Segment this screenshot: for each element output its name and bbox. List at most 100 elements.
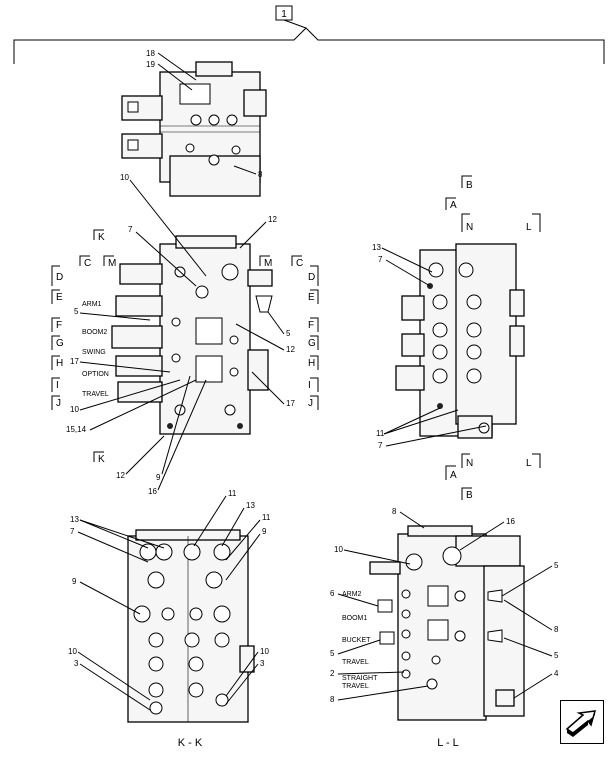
marker-A-top: A	[450, 200, 457, 211]
callout-13-kk-left: 13	[70, 515, 79, 524]
side-view-callouts: 13 7 11 7	[372, 243, 487, 450]
callout-10-kk-left: 10	[68, 647, 77, 656]
callout-7-front: 7	[128, 225, 133, 234]
callout-8-ll-bottom: 8	[330, 695, 335, 704]
callout-6-ll: 6	[330, 589, 335, 598]
callout-3-kk-right: 3	[260, 659, 265, 668]
arrow-icon	[565, 710, 597, 737]
callout-19: 19	[146, 60, 155, 69]
label-boom1: BOOM1	[342, 615, 367, 622]
callout-8-ll-top: 8	[392, 507, 397, 516]
section-title-kk: K - K	[178, 737, 203, 749]
callout-10-lower: 10	[70, 405, 79, 414]
marker-I-right: I	[308, 380, 311, 391]
section-title-ll: L - L	[437, 737, 459, 749]
label-boom2: BOOM2	[82, 329, 107, 336]
section-kk-callouts: 13 7 11 13 11 9 9 10 10 3 3	[68, 489, 271, 711]
front-spool-labels: ARM1 BOOM2 SWING OPTION TRAVEL	[82, 301, 109, 398]
callout-18: 18	[146, 49, 155, 58]
callout-17-right: 17	[286, 399, 295, 408]
marker-E-left: E	[56, 292, 63, 303]
callout-16-ll: 16	[506, 517, 515, 526]
label-travel-ll: TRAVEL	[342, 659, 369, 666]
marker-E-right: E	[308, 292, 315, 303]
callout-8-ll-mid: 8	[554, 625, 559, 634]
callout-5-ll-right: 5	[554, 651, 559, 660]
marker-L-bottom: L	[526, 458, 532, 469]
right-letter-markers: D E F G H I J	[308, 265, 319, 410]
marker-H-right: H	[308, 358, 315, 369]
marker-C-left: C	[84, 258, 91, 269]
callout-5-right: 5	[286, 329, 291, 338]
callout-2-ll: 2	[330, 669, 335, 678]
callout-11-kk-right: 11	[262, 513, 271, 522]
callout-11-side: 11	[376, 429, 385, 438]
callout-17-left: 17	[70, 357, 79, 366]
side-view-valve	[395, 243, 525, 439]
left-letter-markers: D E F G H I J	[51, 265, 64, 410]
callout-12-top: 12	[268, 215, 277, 224]
callout-9-kk-left: 9	[72, 577, 77, 586]
callout-10-kk-right: 10	[260, 647, 269, 656]
marker-D-right: D	[308, 272, 315, 283]
callout-13-side: 13	[372, 243, 381, 252]
callout-5-ll-top: 5	[554, 561, 559, 570]
callout-16-front: 16	[148, 487, 157, 496]
marker-J-right: J	[308, 398, 313, 409]
callout-12-bottom: 12	[116, 471, 125, 480]
callout-7-kk: 7	[70, 527, 75, 536]
callout-7-side-top: 7	[378, 255, 383, 264]
marker-M-right: M	[264, 258, 272, 269]
callout-15-14: 15,14	[66, 425, 87, 434]
label-swing: SWING	[82, 349, 106, 356]
callout-3-kk-left: 3	[74, 659, 79, 668]
callout-10-front: 10	[120, 173, 129, 182]
marker-L-top: L	[526, 222, 532, 233]
callout-7-side-bottom: 7	[378, 441, 383, 450]
marker-A-bottom: A	[450, 470, 457, 481]
section-ll-callouts: 8 16 10 5 6 8 5 5 2 4 8	[330, 507, 559, 704]
callout-5-ll-left: 5	[330, 649, 335, 658]
front-view-section-markers: K K C M M C	[79, 229, 303, 465]
top-view-callouts: 18 19 8	[146, 49, 263, 179]
marker-I-left: I	[56, 380, 59, 391]
label-option: OPTION	[82, 371, 109, 378]
marker-K-bottom: K	[98, 454, 105, 465]
callout-13-kk-right: 13	[246, 501, 255, 510]
label-arm2: ARM2	[342, 591, 362, 598]
label-travel-front: TRAVEL	[82, 391, 109, 398]
callout-1: 1	[281, 9, 287, 20]
callout-11-kk-top: 11	[228, 489, 237, 498]
marker-H-left: H	[56, 358, 63, 369]
marker-G-left: G	[56, 338, 64, 349]
marker-K-top: K	[98, 232, 105, 243]
marker-F-right: F	[308, 320, 314, 331]
section-kk-valve	[127, 529, 255, 723]
label-arm1: ARM1	[82, 301, 102, 308]
label-straight-travel: TRAVEL	[342, 683, 369, 690]
callout-9-kk-right: 9	[262, 527, 267, 536]
front-view-valve	[111, 235, 273, 435]
marker-N-top: N	[466, 222, 473, 233]
callout-10-ll: 10	[334, 545, 343, 554]
top-view-valve	[121, 61, 267, 197]
side-view-section-markers: B A N L A N L B	[445, 175, 541, 501]
marker-B-top: B	[466, 180, 473, 191]
next-page-arrow-button[interactable]	[560, 700, 604, 744]
callout-4-ll: 4	[554, 669, 559, 678]
assembly-bracket: 1	[13, 5, 605, 64]
marker-B-bottom: B	[466, 490, 473, 501]
marker-C-right: C	[296, 258, 303, 269]
callout-12-mid: 12	[286, 345, 295, 354]
marker-M-left: M	[108, 258, 116, 269]
marker-J-left: J	[56, 398, 61, 409]
marker-D-left: D	[56, 272, 63, 283]
section-ll-valve	[369, 525, 525, 721]
marker-G-right: G	[308, 338, 316, 349]
section-ll-spool-labels: ARM2 BOOM1 BUCKET TRAVEL STRAIGHT TRAVEL	[342, 591, 378, 690]
front-view-callouts: 10 12 7 5 5 12 17 10 15,14 17 12 9 16	[66, 173, 295, 496]
label-straight: STRAIGHT	[342, 675, 378, 682]
callout-9-front: 9	[156, 473, 161, 482]
label-bucket: BUCKET	[342, 637, 371, 644]
